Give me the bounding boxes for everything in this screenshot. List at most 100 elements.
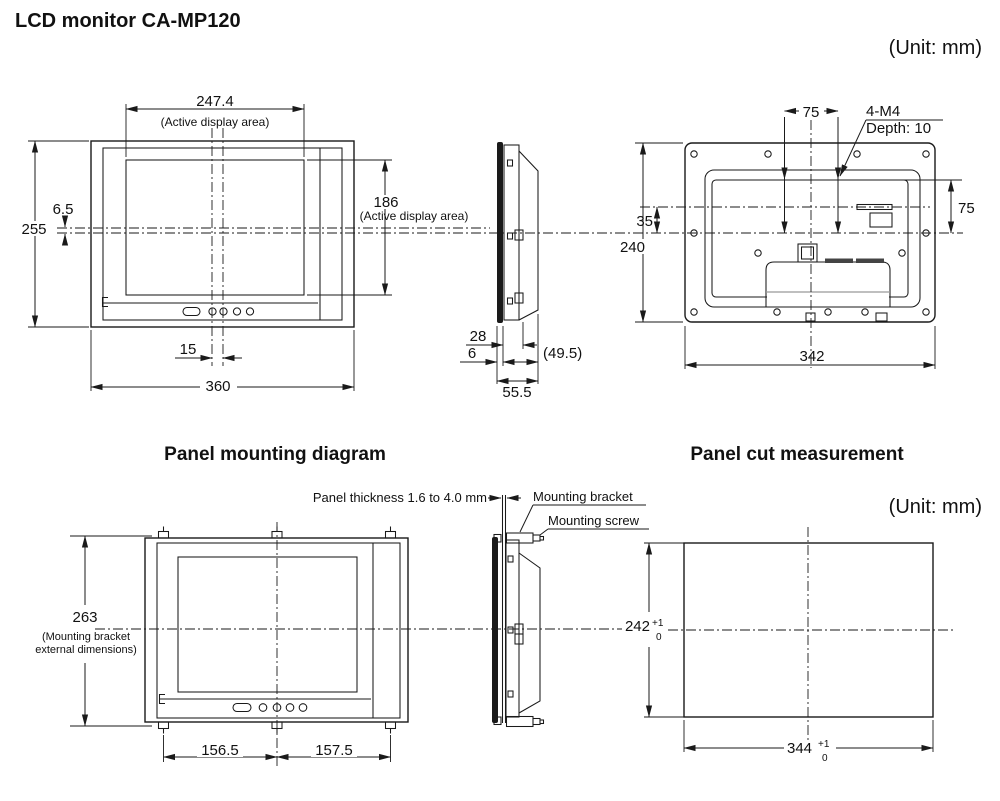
tolerance-plus: +1 xyxy=(652,618,664,629)
hook-tab xyxy=(797,243,818,263)
dim-total-width: 360 xyxy=(90,330,355,395)
screw-callout: Mounting screw xyxy=(539,513,649,536)
dim-label: 360 xyxy=(205,378,230,395)
dim-active-height: 186 (Active display area) xyxy=(307,159,469,296)
notch xyxy=(506,159,514,167)
dim-tab-spans: 156.5 157.5 xyxy=(163,735,391,762)
cutout xyxy=(875,312,888,322)
dim-label: 240 xyxy=(620,239,645,256)
dim-offset-35: 35 xyxy=(636,206,661,234)
panel-cut-view: 242 +1 0 344 +1 0 xyxy=(625,527,953,764)
bracket-label: Mounting bracket xyxy=(533,489,633,504)
tolerance-minus: 0 xyxy=(656,632,662,643)
dim-label: 342 xyxy=(799,348,824,365)
bracket-callout: Mounting bracket xyxy=(519,489,646,533)
cut-heading: Panel cut measurement xyxy=(690,444,904,465)
menu-button xyxy=(232,702,252,713)
screw-depth-label: Depth: 10 xyxy=(866,120,931,137)
dim-note: (Active display area) xyxy=(161,115,270,129)
clip-mark xyxy=(101,296,108,308)
cutout xyxy=(805,312,816,322)
dim-label: 6 xyxy=(468,345,476,362)
unit-label-top: (Unit: mm) xyxy=(889,37,982,59)
control-button xyxy=(285,703,295,712)
dim-rear-height: 240 xyxy=(616,142,683,323)
dim-label: 156.5 xyxy=(201,742,239,759)
active-display-area xyxy=(177,556,358,693)
screw-holes xyxy=(690,150,930,316)
dim-label: (49.5) xyxy=(543,345,582,362)
control-button xyxy=(245,307,255,316)
dim-cut-width: 344 +1 0 xyxy=(683,720,934,764)
front-bezel-profile xyxy=(492,537,498,723)
body-profile xyxy=(503,144,520,321)
notch xyxy=(507,555,514,563)
dim-total-depth: 55.5 xyxy=(496,377,539,401)
front-bezel-profile xyxy=(497,142,503,323)
dim-note: (Mounting bracket xyxy=(42,631,130,643)
rear-middle-outline xyxy=(704,169,921,308)
dim-label: 186 xyxy=(373,194,398,211)
dim-label: 157.5 xyxy=(315,742,353,759)
dim-label: 242 xyxy=(625,618,650,635)
notch xyxy=(507,626,514,634)
label-box xyxy=(869,212,893,228)
dim-body-depth: 28 xyxy=(466,322,537,366)
rear-outline xyxy=(684,142,936,323)
control-button xyxy=(219,307,228,316)
rear-tab xyxy=(514,292,524,304)
dim-active-width: 247.4 (Active display area) xyxy=(125,93,305,157)
panel-thickness-label: Panel thickness 1.6 to 4.0 mm xyxy=(313,490,487,505)
screw-spec-callout: 4-M4 Depth: 10 xyxy=(839,103,943,177)
dim-rear-width: 342 xyxy=(684,326,936,369)
tolerance-plus: +1 xyxy=(818,739,830,750)
dim-button-offset: 15 xyxy=(175,341,242,362)
side-view: 28 6 (49.5) 55.5 xyxy=(460,142,582,401)
dim-label: 344 xyxy=(787,740,812,757)
dim-note: (Active display area) xyxy=(360,209,469,223)
tolerance-minus: 0 xyxy=(822,753,828,764)
monitor-outline xyxy=(90,140,355,328)
dim-label: 247.4 xyxy=(196,93,234,110)
connector-bay xyxy=(765,243,891,322)
vent-slot xyxy=(856,258,884,263)
top-mounting-bracket xyxy=(493,532,545,544)
control-button xyxy=(258,703,268,712)
bottom-mounting-bracket xyxy=(493,715,545,728)
rear-tab xyxy=(514,229,524,241)
clip-mark xyxy=(158,693,165,705)
control-button xyxy=(208,307,217,316)
active-display-area xyxy=(125,159,305,296)
menu-button xyxy=(182,306,201,317)
dim-vesa-width: 75 xyxy=(781,103,842,234)
mounting-front-view: 263 (Mounting bracket external dimension… xyxy=(35,522,622,768)
control-button xyxy=(298,703,308,712)
control-button xyxy=(232,307,242,316)
bezel-outline xyxy=(102,147,343,321)
dim-label: 75 xyxy=(803,104,820,121)
dim-bracket-height: 263 (Mounting bracket external dimension… xyxy=(35,535,152,727)
dim-label: 28 xyxy=(470,328,487,345)
dim-label: 75 xyxy=(958,200,975,217)
dim-label: 255 xyxy=(21,221,46,238)
vent-slot xyxy=(825,258,853,263)
rear-housing-profile xyxy=(518,552,541,714)
rear-view: 75 4-M4 Depth: 10 75 35 240 34 xyxy=(616,103,975,369)
dim-label: 263 xyxy=(72,609,97,626)
mounting-side-view: Panel thickness 1.6 to 4.0 mm Mounting b… xyxy=(313,489,649,728)
dim-label: 35 xyxy=(636,213,653,230)
notch xyxy=(506,297,514,305)
dim-bezel-rear-depth: 6 (49.5) xyxy=(460,314,582,384)
mounting-heading: Panel mounting diagram xyxy=(164,444,386,465)
front-view: 247.4 (Active display area) 186 (Active … xyxy=(19,93,963,395)
monitor-outline xyxy=(156,542,401,719)
rear-housing-profile xyxy=(518,150,539,321)
screw-label: Mounting screw xyxy=(548,513,640,528)
dim-label: 6.5 xyxy=(53,201,74,218)
mounting-screw-shape xyxy=(532,534,541,542)
dim-total-height: 255 xyxy=(19,140,89,328)
screw-spec-label: 4-M4 xyxy=(866,103,900,120)
notch xyxy=(506,232,514,240)
